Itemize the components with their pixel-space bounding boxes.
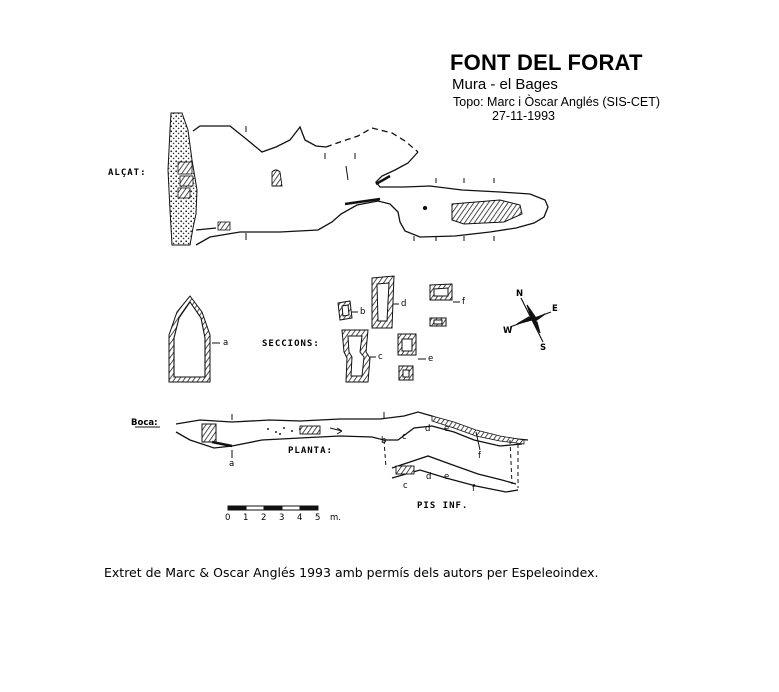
plan-letter-e: e [444,424,450,434]
section-e [397,333,426,381]
elevation-label: ALÇAT: [108,168,147,178]
plan-letter-c: c [402,432,407,442]
section-letter-e: e [428,354,434,364]
scale-tick-0: 0 [225,513,231,523]
surveyors-line: Topo: Marc i Òscar Anglés (SIS-CET) [453,95,661,109]
north-arrow-compass [509,297,552,343]
plan-label: PLANTA: [288,446,333,456]
compass-south: S [540,343,547,353]
section-letter-a: a [223,338,229,348]
lower-letter-f: f [472,484,475,494]
section-c [341,329,376,383]
elevation-view [167,112,549,246]
section-letter-c: c [378,352,383,362]
plan-letter-f: f [478,451,481,461]
scale-unit: m. [330,513,341,523]
section-a [168,295,220,383]
lower-letter-d: d [426,472,432,482]
section-letter-d: d [401,299,407,309]
scale-tick-3: 3 [279,513,285,523]
survey-title: FONT DEL FORAT [450,50,643,75]
compass-east: E [552,304,558,314]
lower-floor-label: PIS INF. [417,501,469,511]
scale-bar [227,505,319,511]
scale-tick-4: 4 [297,513,303,523]
plan-letter-b: b [381,436,387,446]
sections-label: SECCIONS: [262,339,320,349]
location-subtitle: Mura - el Bages [452,76,558,93]
compass-north: N [516,289,524,299]
compass-west: W [503,326,513,336]
plan-letter-a: a [229,459,235,469]
lower-letter-c: c [403,481,408,491]
lower-letter-e: e [444,472,450,482]
scale-tick-1: 1 [243,513,249,523]
section-d [371,275,399,329]
section-b [337,300,358,321]
scale-tick-2: 2 [261,513,267,523]
section-f [429,283,460,327]
section-letter-f: f [462,297,465,307]
survey-date: 27-11-1993 [492,109,556,123]
entrance-label: Boca: [131,418,158,428]
plan-view [135,411,529,493]
credit-caption: Extret de Marc & Oscar Anglés 1993 amb p… [104,565,599,580]
plan-letter-d: d [425,424,431,434]
scale-tick-5: 5 [315,513,321,523]
section-letter-b: b [360,307,366,317]
